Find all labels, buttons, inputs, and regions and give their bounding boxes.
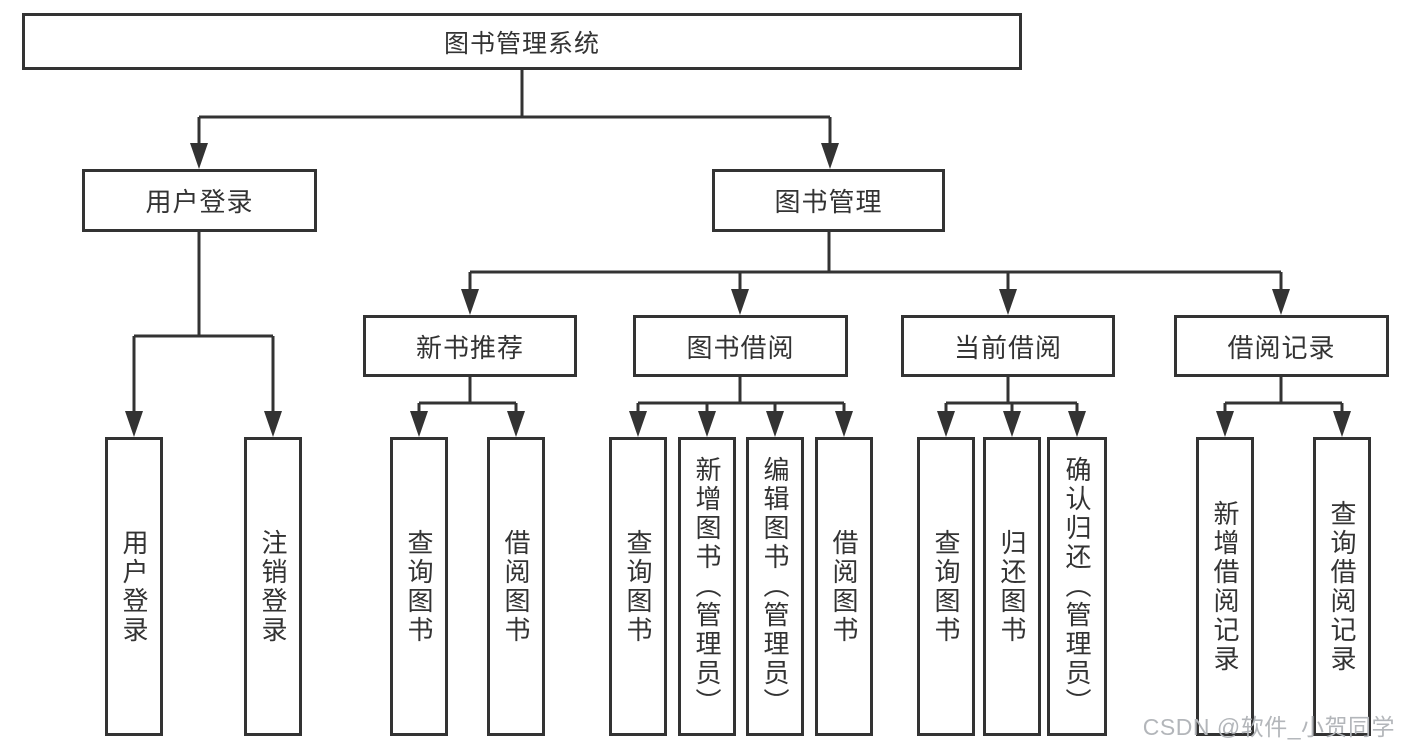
leaf-current-query-books: 查询图书 xyxy=(917,437,975,736)
connector-login-to-leaves xyxy=(132,232,275,417)
leaf-current-return-books: 归还图书 xyxy=(983,437,1041,736)
arrowheads-current-to-leaves xyxy=(937,411,1086,437)
leaf-records-add-record-label: 新增借阅记录 xyxy=(1210,499,1240,674)
node-new-book-recommend-label: 新书推荐 xyxy=(415,332,524,363)
arrowheads-records-to-leaves xyxy=(1216,411,1351,437)
leaf-borrow-add-books-admin-label: 新增图书（管理员） xyxy=(692,456,722,717)
leaf-current-confirm-return-admin: 确认归还（管理员） xyxy=(1047,437,1107,736)
arrowheads-recommend-to-leaves xyxy=(410,411,525,437)
leaf-borrow-edit-books-admin: 编辑图书（管理员） xyxy=(746,437,804,736)
arrowheads-borrow-to-leaves xyxy=(629,411,853,437)
node-book-management-label: 图书管理 xyxy=(774,187,883,217)
leaf-user-login: 用户登录 xyxy=(105,437,163,736)
leaf-records-query-record-label: 查询借阅记录 xyxy=(1327,499,1357,674)
leaf-borrow-borrow-books: 借阅图书 xyxy=(815,437,873,736)
leaf-borrow-query-books: 查询图书 xyxy=(609,437,667,736)
node-borrow-records-label: 借阅记录 xyxy=(1227,332,1336,363)
leaf-borrow-query-books-label: 查询图书 xyxy=(623,528,653,645)
leaf-recommend-query-books-label: 查询图书 xyxy=(404,528,434,645)
node-user-login-label: 用户登录 xyxy=(145,187,254,217)
leaf-logout: 注销登录 xyxy=(244,437,302,736)
node-root-system: 图书管理系统 xyxy=(22,13,1022,70)
leaf-recommend-query-books: 查询图书 xyxy=(390,437,448,736)
connector-current-to-leaves xyxy=(944,377,1079,417)
leaf-recommend-borrow-books-label: 借阅图书 xyxy=(501,528,531,645)
leaf-records-add-record: 新增借阅记录 xyxy=(1196,437,1254,736)
node-book-borrow: 图书借阅 xyxy=(633,315,848,377)
arrowheads-management-to-level3 xyxy=(461,289,1290,315)
connector-root-to-level2 xyxy=(197,70,832,149)
leaf-current-confirm-return-admin-label: 确认归还（管理员） xyxy=(1062,456,1092,717)
leaf-borrow-borrow-books-label: 借阅图书 xyxy=(829,528,859,645)
leaf-current-query-books-label: 查询图书 xyxy=(931,528,961,645)
node-borrow-records: 借阅记录 xyxy=(1174,315,1389,377)
arrowheads-login-to-leaves xyxy=(125,411,282,437)
node-current-borrow: 当前借阅 xyxy=(901,315,1115,377)
leaf-records-query-record: 查询借阅记录 xyxy=(1313,437,1371,736)
node-book-management: 图书管理 xyxy=(712,169,945,232)
node-new-book-recommend: 新书推荐 xyxy=(363,315,577,377)
leaf-user-login-label: 用户登录 xyxy=(119,528,149,645)
connector-recommend-to-leaves xyxy=(417,377,518,417)
connector-management-to-level3 xyxy=(468,232,1283,295)
node-book-borrow-label: 图书借阅 xyxy=(686,332,795,363)
leaf-logout-label: 注销登录 xyxy=(258,528,288,645)
connector-borrow-to-leaves xyxy=(636,377,846,417)
connector-records-to-leaves xyxy=(1223,377,1344,417)
node-root-label: 图书管理系统 xyxy=(443,29,600,58)
leaf-borrow-add-books-admin: 新增图书（管理员） xyxy=(678,437,736,736)
arrowheads-root-to-level2 xyxy=(190,143,839,169)
leaf-current-return-books-label: 归还图书 xyxy=(997,528,1027,645)
leaf-recommend-borrow-books: 借阅图书 xyxy=(487,437,545,736)
node-user-login: 用户登录 xyxy=(82,169,317,232)
node-current-borrow-label: 当前借阅 xyxy=(953,332,1062,363)
leaf-borrow-edit-books-admin-label: 编辑图书（管理员） xyxy=(760,456,790,717)
csdn-watermark: CSDN @软件_小贺同学 xyxy=(1142,714,1395,740)
